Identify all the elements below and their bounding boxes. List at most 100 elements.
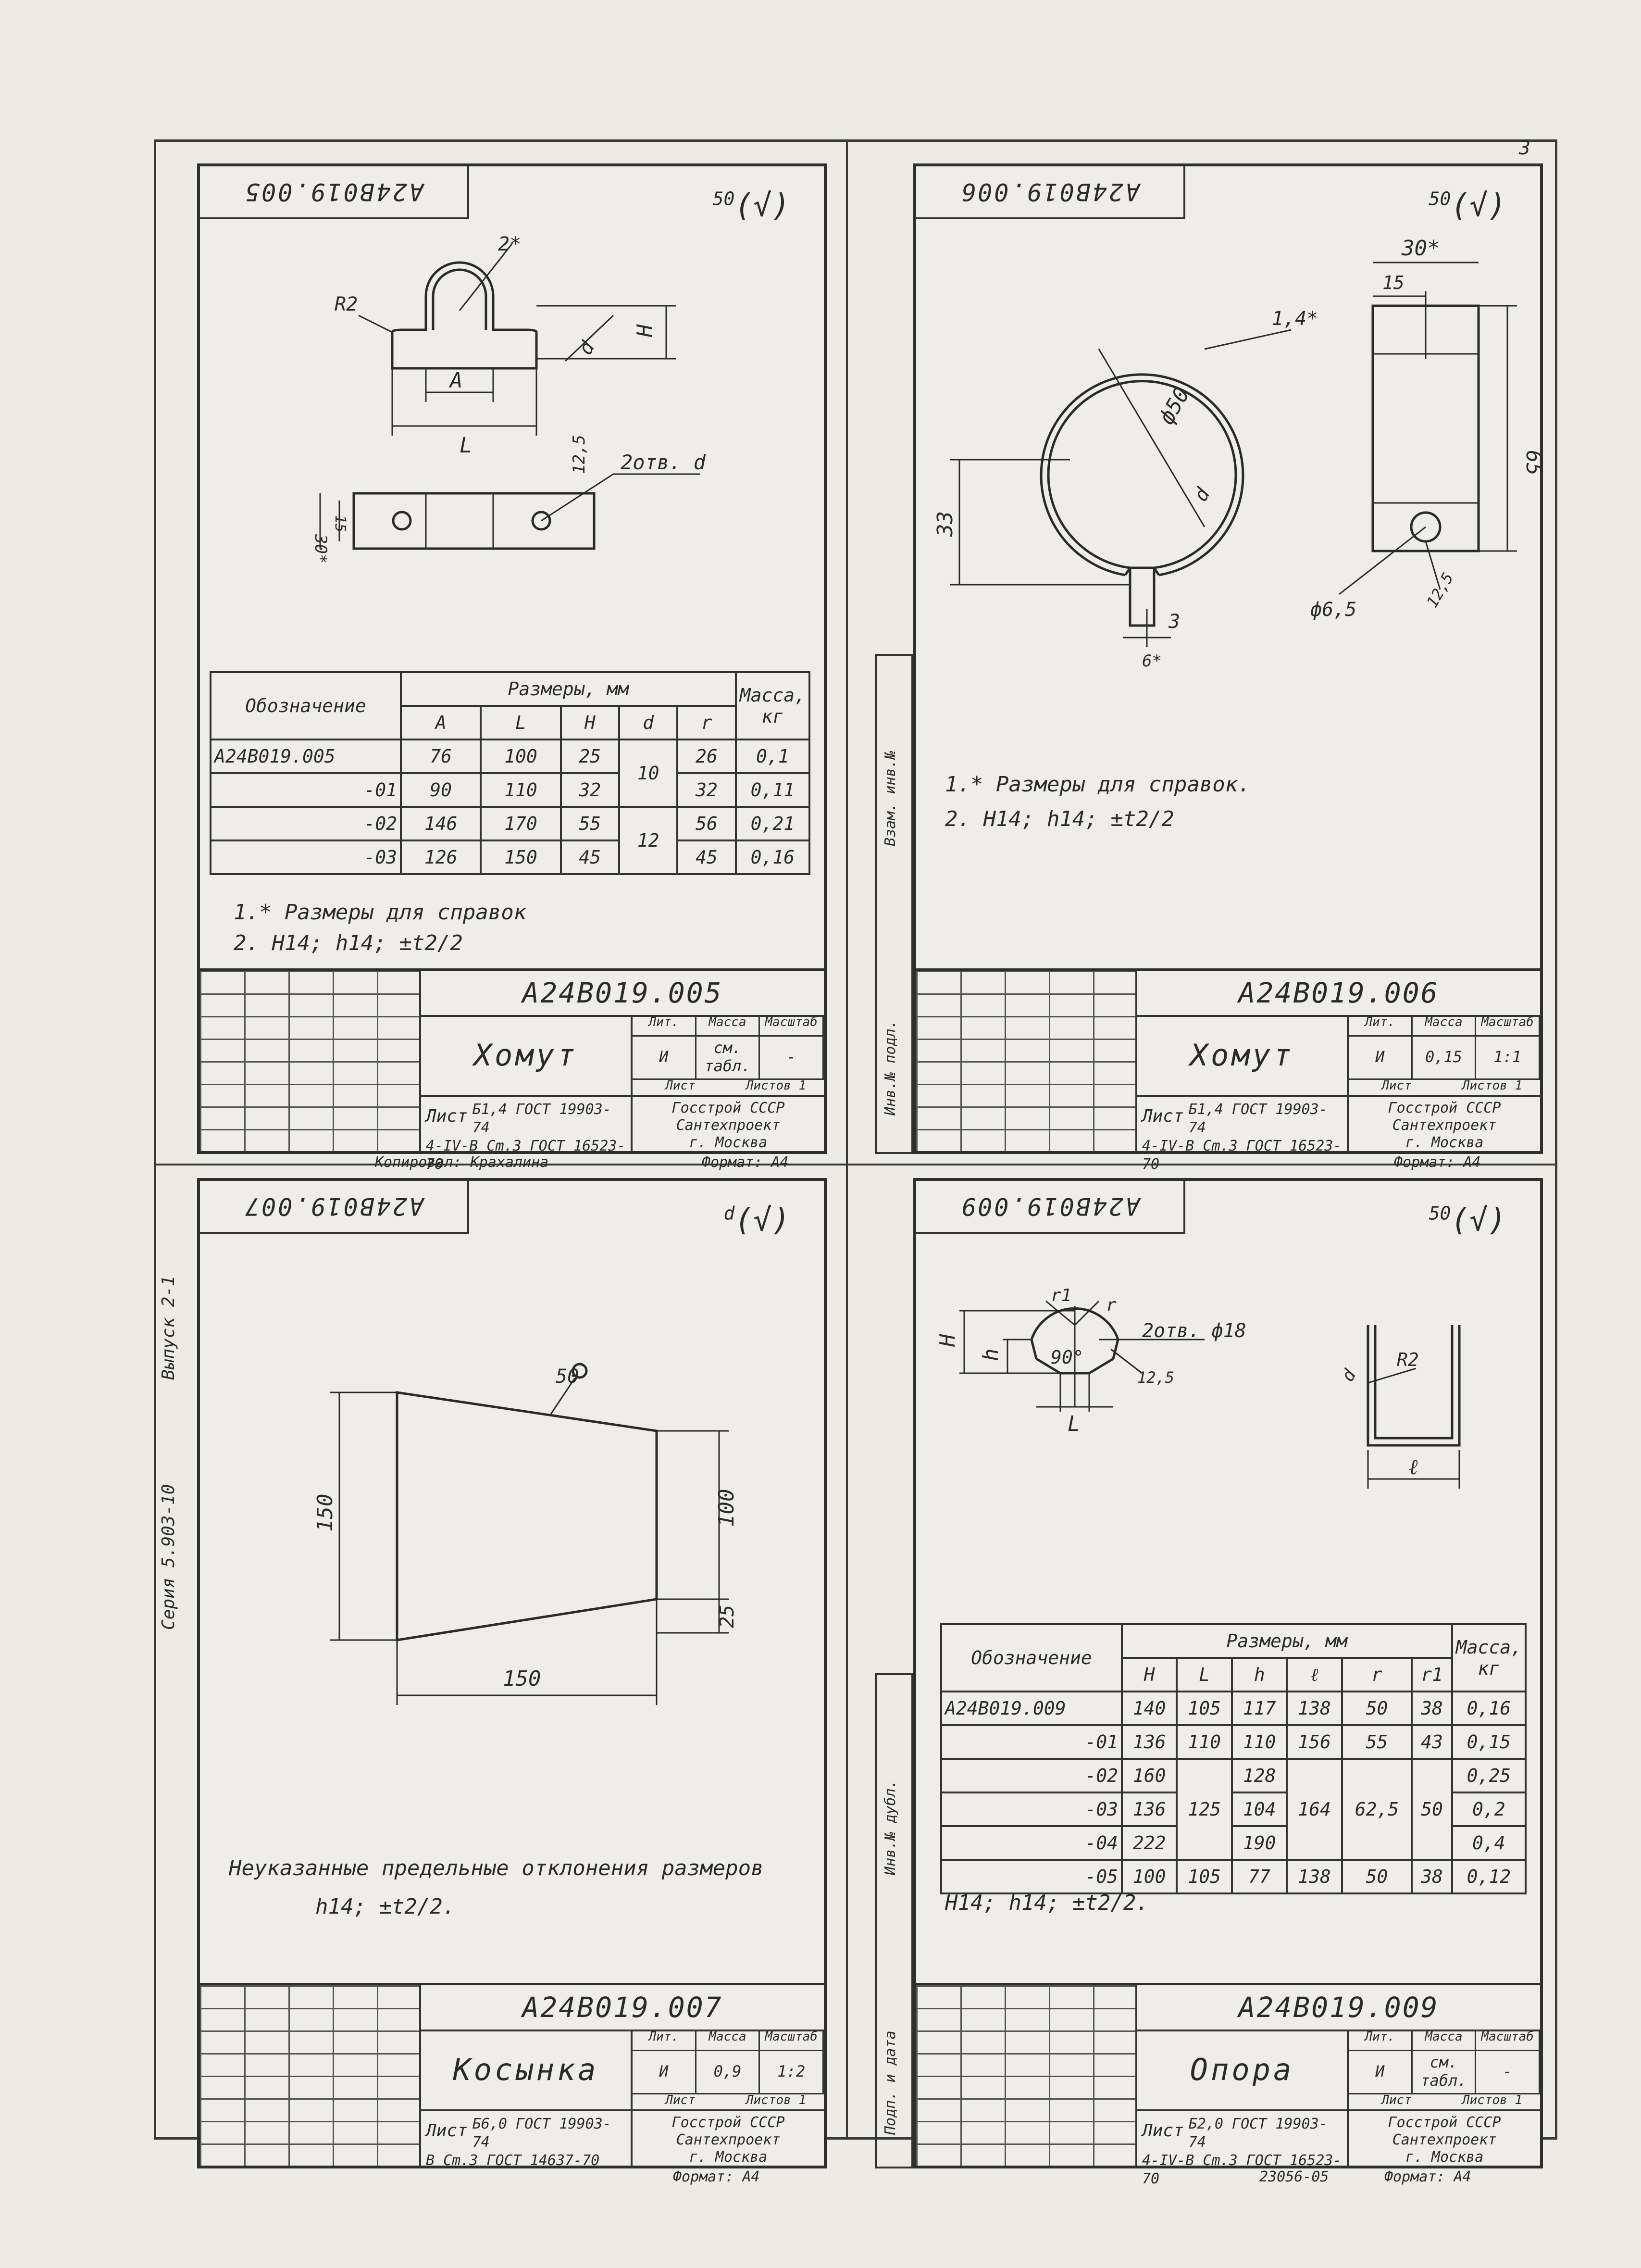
- roughness-mark: d(√): [723, 1203, 790, 1238]
- dim-label: 100: [714, 1489, 739, 1527]
- dim-label: 150: [503, 1667, 541, 1691]
- dim-label: 33: [933, 511, 957, 537]
- drawing-code: A24B019.007: [421, 1985, 824, 2031]
- table-row: -02 160 125 128 164 62,5 50 0,25: [940, 1758, 1527, 1861]
- col-head: H: [1120, 1657, 1178, 1692]
- format-label: Формат: А4: [702, 1154, 789, 1171]
- sheet-outline: [154, 139, 1557, 2140]
- table-row: -04 222 190 0,4: [940, 1825, 1527, 1861]
- roughness-mark: 50(√): [712, 188, 790, 224]
- dim-label: A: [448, 368, 463, 393]
- dim-label: L: [1068, 1412, 1081, 1436]
- part-name: Опора: [1137, 2030, 1349, 2111]
- col-sizes: Размеры, мм: [400, 671, 737, 707]
- format-label: Формат: А4: [1384, 2168, 1471, 2185]
- col-mass: Масса, кг: [734, 671, 811, 740]
- clamp-drawing: 2* R2 H A L d 2отв. d 12,5 30* 15: [311, 233, 706, 564]
- drawing-code: A24B019.005: [421, 971, 824, 1017]
- dim-label: L: [460, 433, 472, 458]
- part-name: Хомут: [1137, 1015, 1349, 1097]
- side-stamp: [875, 1673, 913, 2168]
- col-head: h: [1231, 1657, 1288, 1692]
- drawing-sheet-006: A24B019.006 50(√) 1: [913, 163, 1546, 1173]
- dim-label: d: [1338, 1366, 1360, 1385]
- stamp-code: A24B019.006: [916, 166, 1185, 219]
- dim-label: 30*: [1401, 236, 1440, 261]
- issue-label: Выпуск 2-1: [159, 1276, 178, 1380]
- table-row: -01 90 110 32 32 0,11: [210, 772, 811, 808]
- dim-label: ф6,5: [1310, 599, 1356, 621]
- dim-label: R2: [1397, 1349, 1419, 1370]
- dim-label: h: [979, 1349, 1003, 1362]
- dim-label: 12,5: [570, 435, 589, 474]
- dim-label: d: [1190, 484, 1215, 505]
- table-row: -05 100 105 77 138 50 38 0,12: [940, 1859, 1527, 1894]
- col-head: L: [1176, 1657, 1233, 1692]
- drawing-code: A24B019.009: [1137, 1985, 1540, 2031]
- col-sizes: Размеры, мм: [1121, 1623, 1453, 1659]
- side-stamp: [875, 654, 913, 1154]
- stamp-code: A24B019.009: [916, 1181, 1185, 1234]
- copied-by: Копировал: Крахалина: [375, 1154, 549, 1171]
- drawing-sheet-005: A24B019.005 50(√) 2: [197, 163, 827, 1173]
- side-label: Инв.№ подл.: [882, 1020, 899, 1115]
- side-label: Взам. инв.№: [882, 751, 899, 846]
- table-row: -03 136 104 0,2: [940, 1792, 1527, 1827]
- col-mass: Масса, кг: [1451, 1623, 1527, 1692]
- col-head: r: [1341, 1657, 1413, 1692]
- col-designation: Обозначение: [210, 671, 402, 740]
- col-head: H: [559, 705, 620, 740]
- dim-label: 12,5: [1137, 1368, 1174, 1387]
- col-head: A: [399, 705, 482, 740]
- dim-label: 3: [1168, 611, 1180, 633]
- col-head: r1: [1411, 1657, 1453, 1692]
- dim-label: 6*: [1142, 652, 1162, 671]
- dim-label: 150: [313, 1494, 337, 1532]
- dim-label: r: [1106, 1295, 1117, 1315]
- vertical-divider: [846, 139, 848, 2140]
- table-row: -01 136 110 110 156 55 43 0,15: [940, 1724, 1527, 1760]
- horizontal-divider: [154, 1164, 1557, 1165]
- signature-grid: [916, 1985, 1137, 2166]
- order-number: 23056-05: [1259, 2168, 1329, 2185]
- col-head: r: [676, 705, 737, 740]
- notes: Неуказанные предельные отклонения размер…: [229, 1856, 764, 1919]
- side-label: Подп. и дата: [882, 2030, 899, 2135]
- notes: H14; h14; ±t2/2.: [945, 1891, 1149, 1915]
- col-head: L: [480, 705, 562, 740]
- dim-label: 65: [1521, 450, 1546, 476]
- gusset-drawing: 50 150 100 25 150: [313, 1363, 739, 1705]
- corner-number: 3: [1519, 137, 1531, 159]
- dim-label: r1: [1051, 1286, 1071, 1305]
- table-row: A24B019.009 140 105 117 138 50 38 0,16: [940, 1691, 1527, 1726]
- col-head: d: [618, 705, 679, 740]
- col-head: ℓ: [1286, 1657, 1343, 1692]
- dim-label: R2: [335, 293, 358, 315]
- table-row: A24B019.005 76 100 25 10 26 0,1: [210, 739, 811, 808]
- dim-label: 2отв. ф18: [1142, 1320, 1246, 1342]
- stamp-code: A24B019.005: [200, 166, 469, 219]
- dim-label: 15: [1382, 272, 1405, 293]
- signature-grid: [200, 971, 421, 1151]
- dim-label: 25: [716, 1605, 738, 1628]
- dim-label: 2отв. d: [621, 451, 706, 474]
- roughness-mark: 50(√): [1429, 188, 1506, 224]
- dim-label: 30*: [311, 534, 330, 564]
- part-name: Косынка: [421, 2030, 633, 2111]
- ring-clamp-drawing: 1,4* ф50 d 33 3 6* 30* 15 65 ф6,5 12,5: [933, 236, 1546, 671]
- drawing-sheet-007: A24B019.007 d(√) 50 150 100 25 150 Неука…: [197, 1178, 827, 2169]
- dim-label: H: [633, 324, 657, 338]
- side-label: Инв.№ дубл.: [882, 1779, 899, 1875]
